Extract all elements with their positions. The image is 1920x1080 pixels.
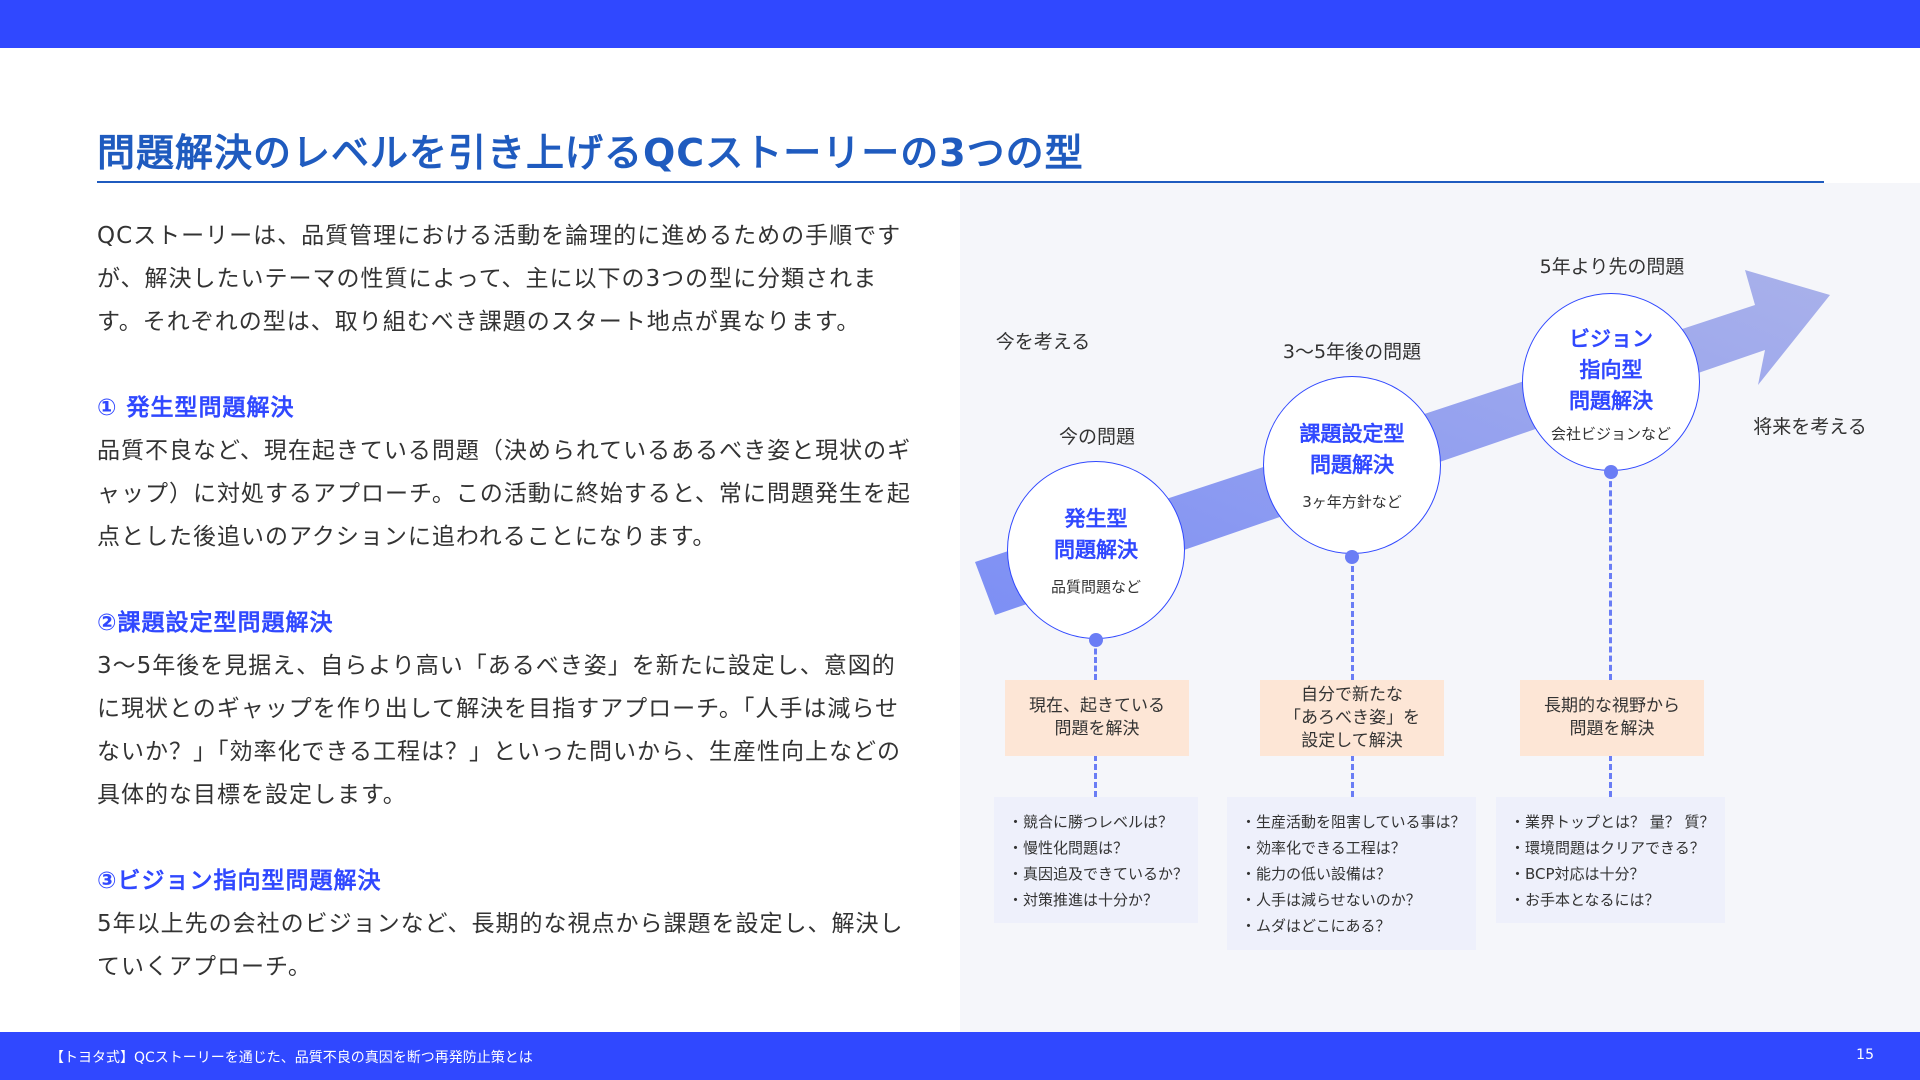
period-label: 5年より先の問題 [1539,256,1685,278]
type-example: 3ヶ年方針など [1302,492,1402,511]
section-heading: ① 発生型問題解決 [97,395,295,421]
type-name: 課題設定型 問題解決 [1299,421,1405,477]
title-divider [97,181,1824,183]
question-item: ・生産活動を阻害している事は？ [1241,813,1466,831]
question-list: ・競合に勝つレベルは？ ・慢性化問題は？ ・真因追及できているか？ ・対策推進は… [994,797,1198,923]
footer-title: 【トヨタ式】QCストーリーを通じた、品質不良の真因を断つ再発防止策とは [50,1050,533,1066]
connector [1609,472,1612,680]
intro-text: QCストーリーは、品質管理における活動を論理的に進めるための手順ですが、解決した… [97,223,902,335]
type-circle-occurrence: 発生型 問題解決 品質問題など [1007,461,1185,639]
question-item: ・対策推進は十分か？ [1008,891,1159,909]
question-item: ・環境問題はクリアできる？ [1510,839,1705,857]
approach-box: 自分で新たな 「あろべき姿」を 設定して解決 [1260,680,1444,756]
section-body: 5年以上先の会社のビジョンなど、長期的な視点から課題を設定し、解決していくアプロ… [97,911,904,980]
period-label: 3～5年後の問題 [1282,341,1422,363]
question-item: ・人手は減らせないのか？ [1241,891,1421,909]
question-item: ・競合に勝つレベルは？ [1008,813,1174,831]
question-item: ・ムダはどこにある？ [1241,917,1391,935]
question-item: ・真因追及できているか？ [1008,865,1189,883]
question-item: ・お手本となるには？ [1510,891,1660,909]
question-item: ・業界トップとは？ 量？ 質？ [1510,813,1715,831]
section-heading: ②課題設定型問題解決 [97,610,334,636]
connector [1351,755,1354,797]
node-dot [1345,550,1359,564]
type-example: 品質問題など [1050,577,1141,596]
type-example: 会社ビジョンなど [1550,425,1671,443]
now-label: 今を考える [995,331,1091,353]
page-number: 15 [1856,1047,1874,1063]
question-item: ・能力の低い設備は？ [1241,865,1392,883]
question-item: ・BCP対応は十分？ [1510,865,1645,883]
footer-bar: 【トヨタ式】QCストーリーを通じた、品質不良の真因を断つ再発防止策とは 15 [0,1032,1920,1080]
connector [1609,755,1612,797]
section-heading: ③ビジョン指向型問題解決 [97,868,382,894]
connector [1094,640,1097,680]
description: QCストーリーは、品質管理における活動を論理的に進めるための手順ですが、解決した… [97,215,917,1032]
node-dot [1604,465,1618,479]
approach-box: 現在、起きている 問題を解決 [1005,680,1189,756]
question-list: ・生産活動を阻害している事は？ ・効率化できる工程は？ ・能力の低い設備は？ ・… [1227,797,1476,950]
approach-box: 長期的な視野から 問題を解決 [1520,680,1704,756]
node-dot [1089,633,1103,647]
section-body: 3～5年後を見据え、自らより高い「あるべき姿」を新たに設定し、意図的に現状とのギ… [97,653,902,808]
type-name: 発生型 問題解決 [1054,506,1138,562]
page-title: 問題解決のレベルを引き上げるQCストーリーの3つの型 [97,131,1084,175]
question-list: ・業界トップとは？ 量？ 質？ ・環境問題はクリアできる？ ・BCP対応は十分？… [1496,797,1725,923]
connector [1094,755,1097,797]
type-circle-task-setting: 課題設定型 問題解決 3ヶ年方針など [1263,376,1441,554]
period-label: 今の問題 [1058,426,1136,448]
type-name: ビジョン 指向型 問題解決 [1569,327,1653,413]
top-bar [0,0,1920,48]
question-item: ・慢性化問題は？ [1008,839,1129,857]
question-item: ・効率化できる工程は？ [1241,839,1406,857]
section-body: 品質不良など、現在起きている問題（決められているあるべき姿と現状のギャップ）に対… [97,438,912,550]
type-circle-vision: ビジョン 指向型 問題解決 会社ビジョンなど [1522,293,1700,471]
future-label: 将来を考える [1753,416,1867,438]
connector [1351,557,1354,680]
